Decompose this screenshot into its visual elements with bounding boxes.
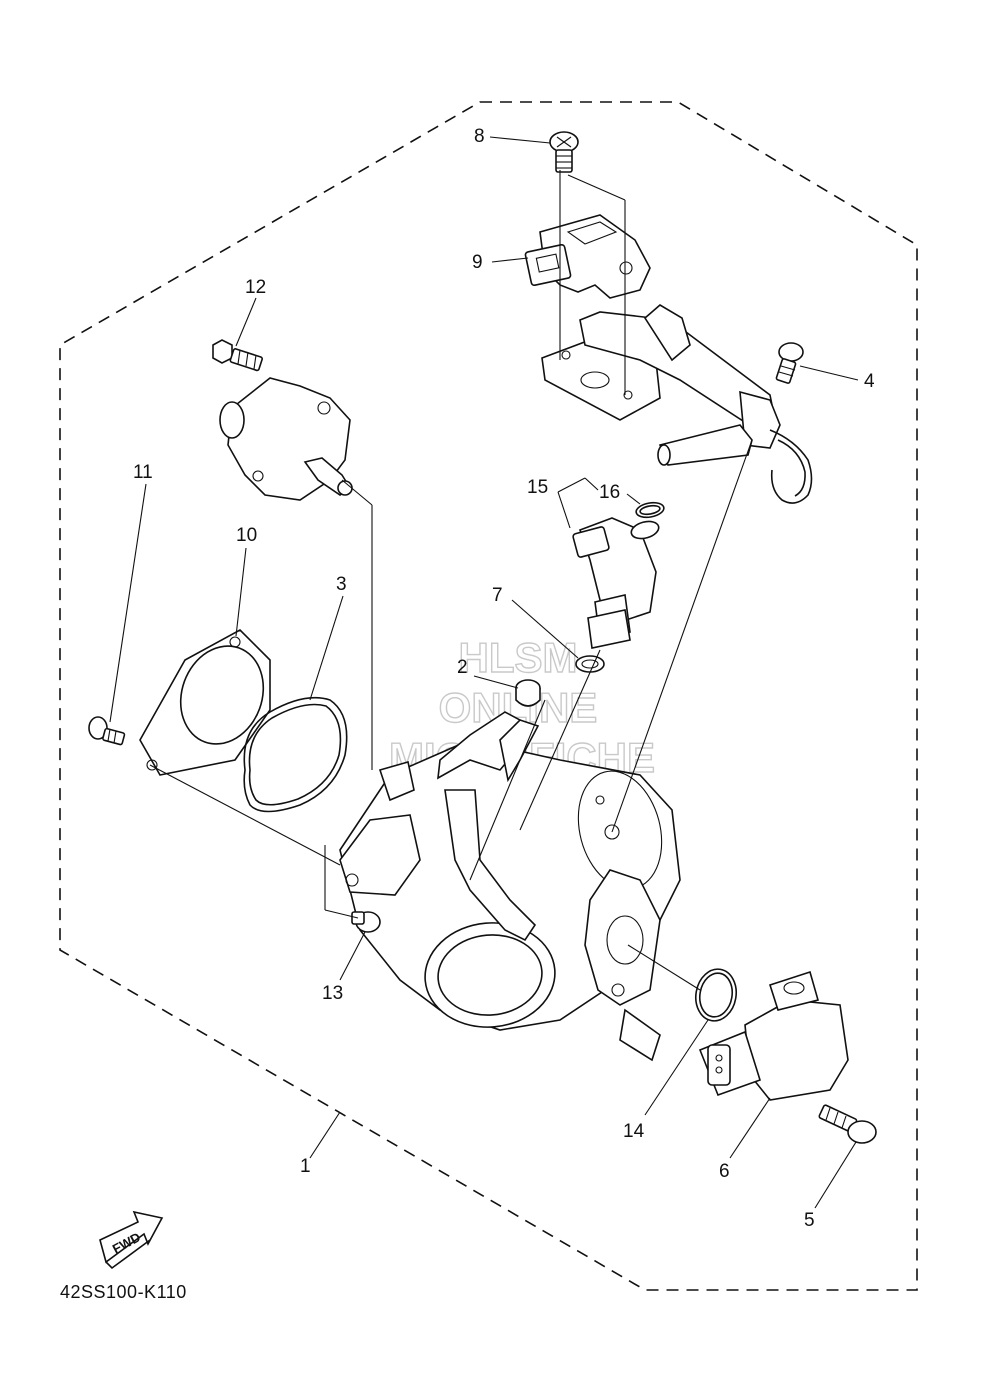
callout-6: 6 xyxy=(719,1161,730,1182)
fwd-arrow-icon: FWD xyxy=(99,1210,164,1270)
guide-lines xyxy=(149,170,753,991)
part-7-ring[interactable] xyxy=(575,655,605,673)
callout-14: 14 xyxy=(623,1121,645,1142)
part-4-screw[interactable] xyxy=(775,342,804,384)
part-9-sensor[interactable] xyxy=(524,214,651,299)
callout-5: 5 xyxy=(804,1210,815,1231)
fuel-rail[interactable] xyxy=(541,304,813,504)
callout-7: 7 xyxy=(492,585,503,606)
part-3-o-ring[interactable] xyxy=(243,696,348,813)
part-11-screw[interactable] xyxy=(88,716,126,746)
assembly-boundary xyxy=(59,101,918,1291)
callout-labels: 8 9 12 4 11 15 16 10 3 7 2 13 14 6 1 5 xyxy=(133,126,875,1231)
part-16-o-ring[interactable] xyxy=(635,501,665,520)
callout-11: 11 xyxy=(133,462,153,483)
idle-control-valve[interactable] xyxy=(219,377,353,501)
callout-8: 8 xyxy=(474,126,485,147)
callout-15: 15 xyxy=(527,477,548,498)
callout-12: 12 xyxy=(245,277,266,298)
callout-9: 9 xyxy=(472,252,483,273)
part-12-bolt[interactable] xyxy=(212,339,263,372)
part-15-injector[interactable] xyxy=(572,517,660,649)
part-1-throttle-body[interactable] xyxy=(339,711,681,1062)
part-6-sensor[interactable] xyxy=(698,970,849,1101)
part-10-gasket[interactable] xyxy=(139,629,277,776)
part-8-screw[interactable] xyxy=(549,131,579,173)
watermark-line-1: HLSM xyxy=(459,634,578,681)
callout-4: 4 xyxy=(864,371,875,392)
callout-3: 3 xyxy=(336,574,347,595)
part-13-bolt[interactable] xyxy=(351,911,381,933)
callout-leaders xyxy=(109,136,859,1209)
part-2-cap[interactable] xyxy=(515,679,541,707)
part-5-bolt[interactable] xyxy=(818,1104,877,1144)
callout-2: 2 xyxy=(457,657,468,678)
callout-13: 13 xyxy=(322,983,343,1004)
diagram-code: 42SS100-K110 xyxy=(60,1282,187,1302)
callout-16: 16 xyxy=(599,482,620,503)
part-14-o-ring[interactable] xyxy=(692,966,740,1024)
callout-1: 1 xyxy=(300,1156,311,1177)
callout-10: 10 xyxy=(236,525,257,546)
